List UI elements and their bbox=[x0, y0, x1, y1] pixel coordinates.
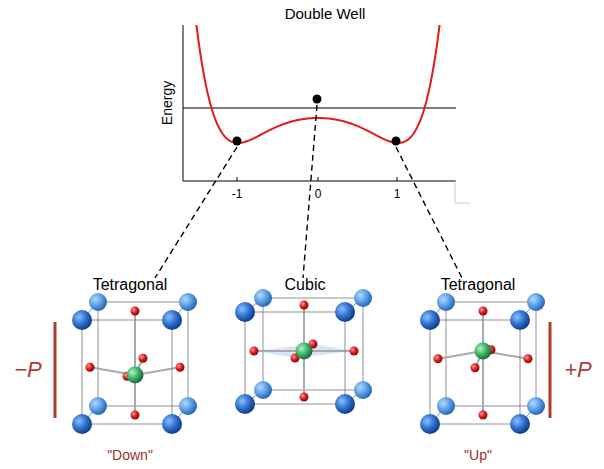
a-site-atom bbox=[335, 302, 355, 322]
energy-plot bbox=[182, 0, 470, 203]
a-site-atom bbox=[527, 397, 545, 415]
a-site-atom bbox=[420, 414, 440, 434]
oxygen-atom bbox=[300, 393, 309, 402]
a-site-atom bbox=[254, 289, 272, 307]
cell-edge bbox=[172, 320, 173, 424]
cell-edge bbox=[245, 312, 246, 404]
cell-edge bbox=[98, 406, 188, 407]
a-site-atom bbox=[510, 310, 530, 330]
cell-edge bbox=[263, 390, 363, 391]
tick-label: -1 bbox=[232, 188, 243, 201]
cell-edge bbox=[245, 312, 345, 313]
phase-label: Cubic bbox=[285, 276, 326, 294]
cell-edge bbox=[430, 320, 520, 321]
oxygen-atom bbox=[434, 354, 443, 363]
a-site-atom bbox=[72, 310, 92, 330]
oxygen-atom bbox=[524, 354, 533, 363]
cell-edge bbox=[520, 320, 521, 424]
tick-label: 0 bbox=[315, 188, 322, 201]
oxygen-atom bbox=[176, 363, 185, 372]
a-site-atom bbox=[437, 397, 455, 415]
a-site-atom bbox=[89, 293, 107, 311]
cell-edge bbox=[446, 302, 447, 406]
cell-edge bbox=[98, 302, 99, 406]
y-axis bbox=[183, 25, 184, 181]
oxygen-atom bbox=[479, 411, 488, 420]
tick bbox=[318, 177, 319, 181]
a-site-atom bbox=[354, 381, 372, 399]
corner-mark bbox=[455, 181, 470, 203]
state-label: "Up" bbox=[464, 448, 492, 463]
cell-edge bbox=[245, 404, 345, 405]
state-label: "Down" bbox=[107, 448, 153, 463]
state-dot bbox=[392, 137, 401, 146]
polarization-bar bbox=[54, 322, 57, 418]
tick-label: 1 bbox=[394, 188, 401, 201]
leader-line bbox=[155, 147, 237, 278]
oxygen-atom bbox=[350, 347, 359, 356]
oxygen-atom bbox=[250, 347, 259, 356]
a-site-atom bbox=[72, 414, 92, 434]
cell-edge bbox=[363, 298, 364, 390]
oxygen-atom bbox=[131, 307, 140, 316]
a-site-atom bbox=[335, 394, 355, 414]
tick bbox=[397, 177, 398, 181]
a-site-atom bbox=[437, 293, 455, 311]
a-site-atom bbox=[162, 310, 182, 330]
cell-edge bbox=[82, 320, 83, 424]
perovskite-cell bbox=[420, 293, 545, 434]
b-site-atom bbox=[296, 343, 313, 360]
axis-label: Energy bbox=[160, 81, 175, 125]
perovskite-cell bbox=[72, 293, 197, 434]
cell-edge bbox=[446, 302, 536, 303]
polarization-bar bbox=[549, 322, 552, 418]
cell-edge bbox=[536, 302, 537, 406]
a-site-atom bbox=[89, 397, 107, 415]
a-site-atom bbox=[179, 293, 197, 311]
polarization-label: +P bbox=[564, 358, 592, 382]
cell-edge bbox=[82, 424, 172, 425]
b-site-atom bbox=[127, 367, 144, 384]
a-site-atom bbox=[354, 289, 372, 307]
leader-line bbox=[396, 147, 462, 278]
oxygen-atom bbox=[131, 411, 140, 420]
b-site-atom bbox=[475, 343, 492, 360]
perovskite-cell bbox=[235, 289, 372, 414]
a-site-atom bbox=[235, 394, 255, 414]
double-well-curve bbox=[184, 25, 454, 143]
cell-edge bbox=[188, 302, 189, 406]
cell-edge bbox=[446, 406, 536, 407]
phase-label: Tetragonal bbox=[441, 276, 516, 294]
a-site-atom bbox=[527, 293, 545, 311]
x-axis bbox=[183, 181, 456, 182]
oxygen-atom bbox=[86, 363, 95, 372]
a-site-atom bbox=[235, 302, 255, 322]
cell-edge bbox=[98, 302, 188, 303]
cell-edge bbox=[82, 320, 172, 321]
cell-edge bbox=[345, 312, 346, 404]
oxygen-atom bbox=[479, 307, 488, 316]
zero-line bbox=[183, 107, 456, 108]
state-dot bbox=[313, 95, 322, 104]
state-dot bbox=[233, 137, 242, 146]
cell-edge bbox=[430, 320, 431, 424]
oxygen-atom bbox=[300, 301, 309, 310]
polarization-label: −P bbox=[14, 358, 42, 382]
a-site-atom bbox=[179, 397, 197, 415]
cell-edge bbox=[430, 424, 520, 425]
plot-title: Double Well bbox=[285, 6, 366, 23]
cell-edge bbox=[263, 298, 363, 299]
a-site-atom bbox=[254, 381, 272, 399]
phase-label: Tetragonal bbox=[93, 276, 168, 294]
a-site-atom bbox=[162, 414, 182, 434]
bond bbox=[134, 311, 136, 375]
a-site-atom bbox=[420, 310, 440, 330]
tick bbox=[237, 177, 238, 181]
bond bbox=[482, 351, 484, 415]
oxygen-atom bbox=[471, 363, 480, 372]
a-site-atom bbox=[510, 414, 530, 434]
oxygen-atom bbox=[139, 354, 148, 363]
